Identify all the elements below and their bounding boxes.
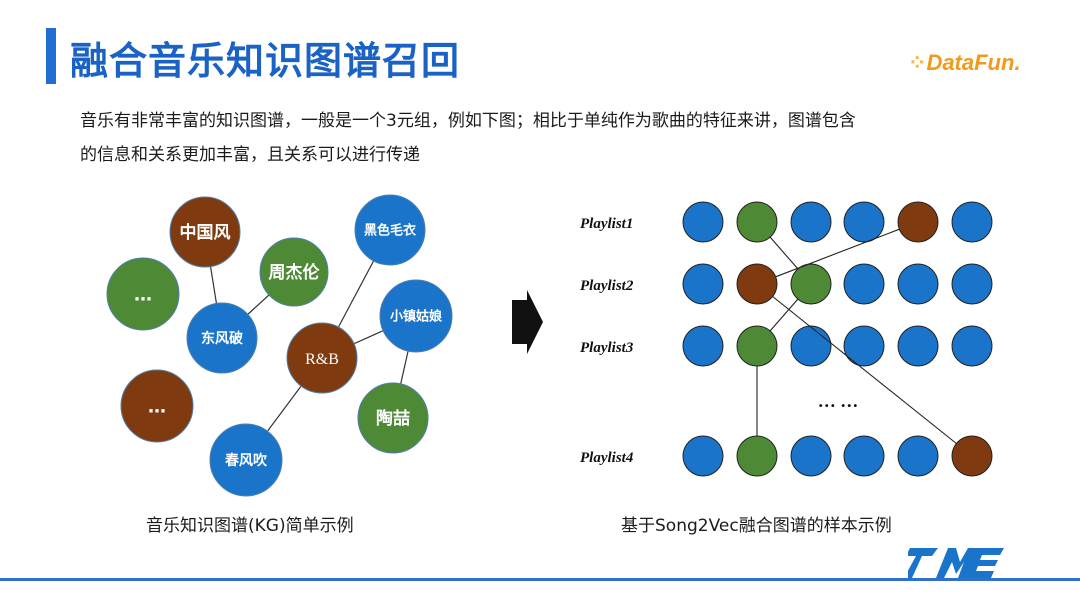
playlist-song-node: [790, 435, 832, 477]
kg-node-chunfengchui: [209, 423, 283, 497]
description-line-2: 的信息和关系更加丰富，且关系可以进行传递: [80, 145, 420, 165]
playlist-song-node: [682, 325, 724, 367]
playlist-song-node: [951, 201, 993, 243]
playlist-song-node: [682, 263, 724, 305]
kg-node-label: …: [148, 396, 166, 417]
caption-right: 基于Song2Vec融合图谱的样本示例: [621, 516, 892, 536]
slide-description: 音乐有非常丰富的知识图谱，一般是一个3元组，例如下图；相比于单纯作为歌曲的特征来…: [80, 104, 1020, 172]
playlist-song-node: [736, 435, 778, 477]
playlist-song-node: [951, 435, 993, 477]
playlist-song-node: [897, 325, 939, 367]
playlist-label: Playlist2: [580, 278, 634, 294]
kg-node-zhongguofeng: [169, 196, 241, 268]
playlist-link: [769, 298, 799, 332]
playlist-song-node: [897, 201, 939, 243]
kg-node-dots2: [120, 369, 194, 443]
kg-node-heisemaoyi: [354, 194, 426, 266]
slide-title: 融合音乐知识图谱召回: [70, 39, 461, 83]
playlist-song-node: [736, 201, 778, 243]
playlist-song-node: [790, 263, 832, 305]
kg-node-label: 周杰伦: [269, 262, 321, 283]
playlist-song-node: [843, 201, 885, 243]
playlist-song-node: [951, 263, 993, 305]
kg-node-label: 黑色毛衣: [364, 223, 416, 239]
kg-node-dots1: [106, 257, 180, 331]
title-accent-bar: [46, 28, 56, 84]
kg-node-xiaozhenguniang: [379, 279, 453, 353]
tme-logo: [908, 548, 1004, 578]
playlist-song-node: [897, 435, 939, 477]
kg-node-label: R&B: [305, 351, 339, 368]
kg-node-label: 小镇姑娘: [390, 309, 443, 325]
playlist-link: [775, 228, 900, 278]
playlist-label: Playlist4: [580, 450, 634, 466]
playlist-link: [769, 236, 799, 270]
playlist-song-node: [843, 325, 885, 367]
kg-node-rnb: [286, 322, 358, 394]
playlist-label: Playlist3: [580, 340, 634, 356]
playlist-song-node: [843, 263, 885, 305]
kg-node-dongfengpo: [186, 302, 258, 374]
playlist-link: [772, 296, 957, 444]
kg-node-label: 春风吹: [224, 452, 268, 469]
arrow-right-icon: [512, 290, 543, 354]
playlist-song-node: [897, 263, 939, 305]
datafun-logo-text: DataFun.: [926, 50, 1021, 75]
playlist-song-node: [790, 201, 832, 243]
kg-node-label: 中国风: [180, 222, 231, 243]
kg-node-label: 东风破: [201, 330, 243, 347]
kg-node-taozhe: [357, 382, 429, 454]
playlist-song-node: [790, 325, 832, 367]
playlist-label: Playlist1: [580, 216, 633, 232]
playlist-song-node: [951, 325, 993, 367]
playlist-ellipsis: … …: [818, 391, 859, 411]
description-line-1: 音乐有非常丰富的知识图谱，一般是一个3元组，例如下图；相比于单纯作为歌曲的特征来…: [80, 111, 856, 131]
kg-node-label: …: [134, 284, 152, 305]
playlist-song-node: [682, 435, 724, 477]
playlist-song-node: [843, 435, 885, 477]
footer-rule: [0, 578, 1080, 581]
kg-node-zhoujielun: [259, 237, 329, 307]
playlist-song-node: [682, 201, 724, 243]
playlist-song-node: [736, 263, 778, 305]
kg-node-label: 陶喆: [376, 408, 410, 429]
playlist-song-node: [736, 325, 778, 367]
datafun-logo: ⁘DataFun.: [908, 50, 1021, 75]
caption-left: 音乐知识图谱(KG)简单示例: [146, 516, 354, 536]
